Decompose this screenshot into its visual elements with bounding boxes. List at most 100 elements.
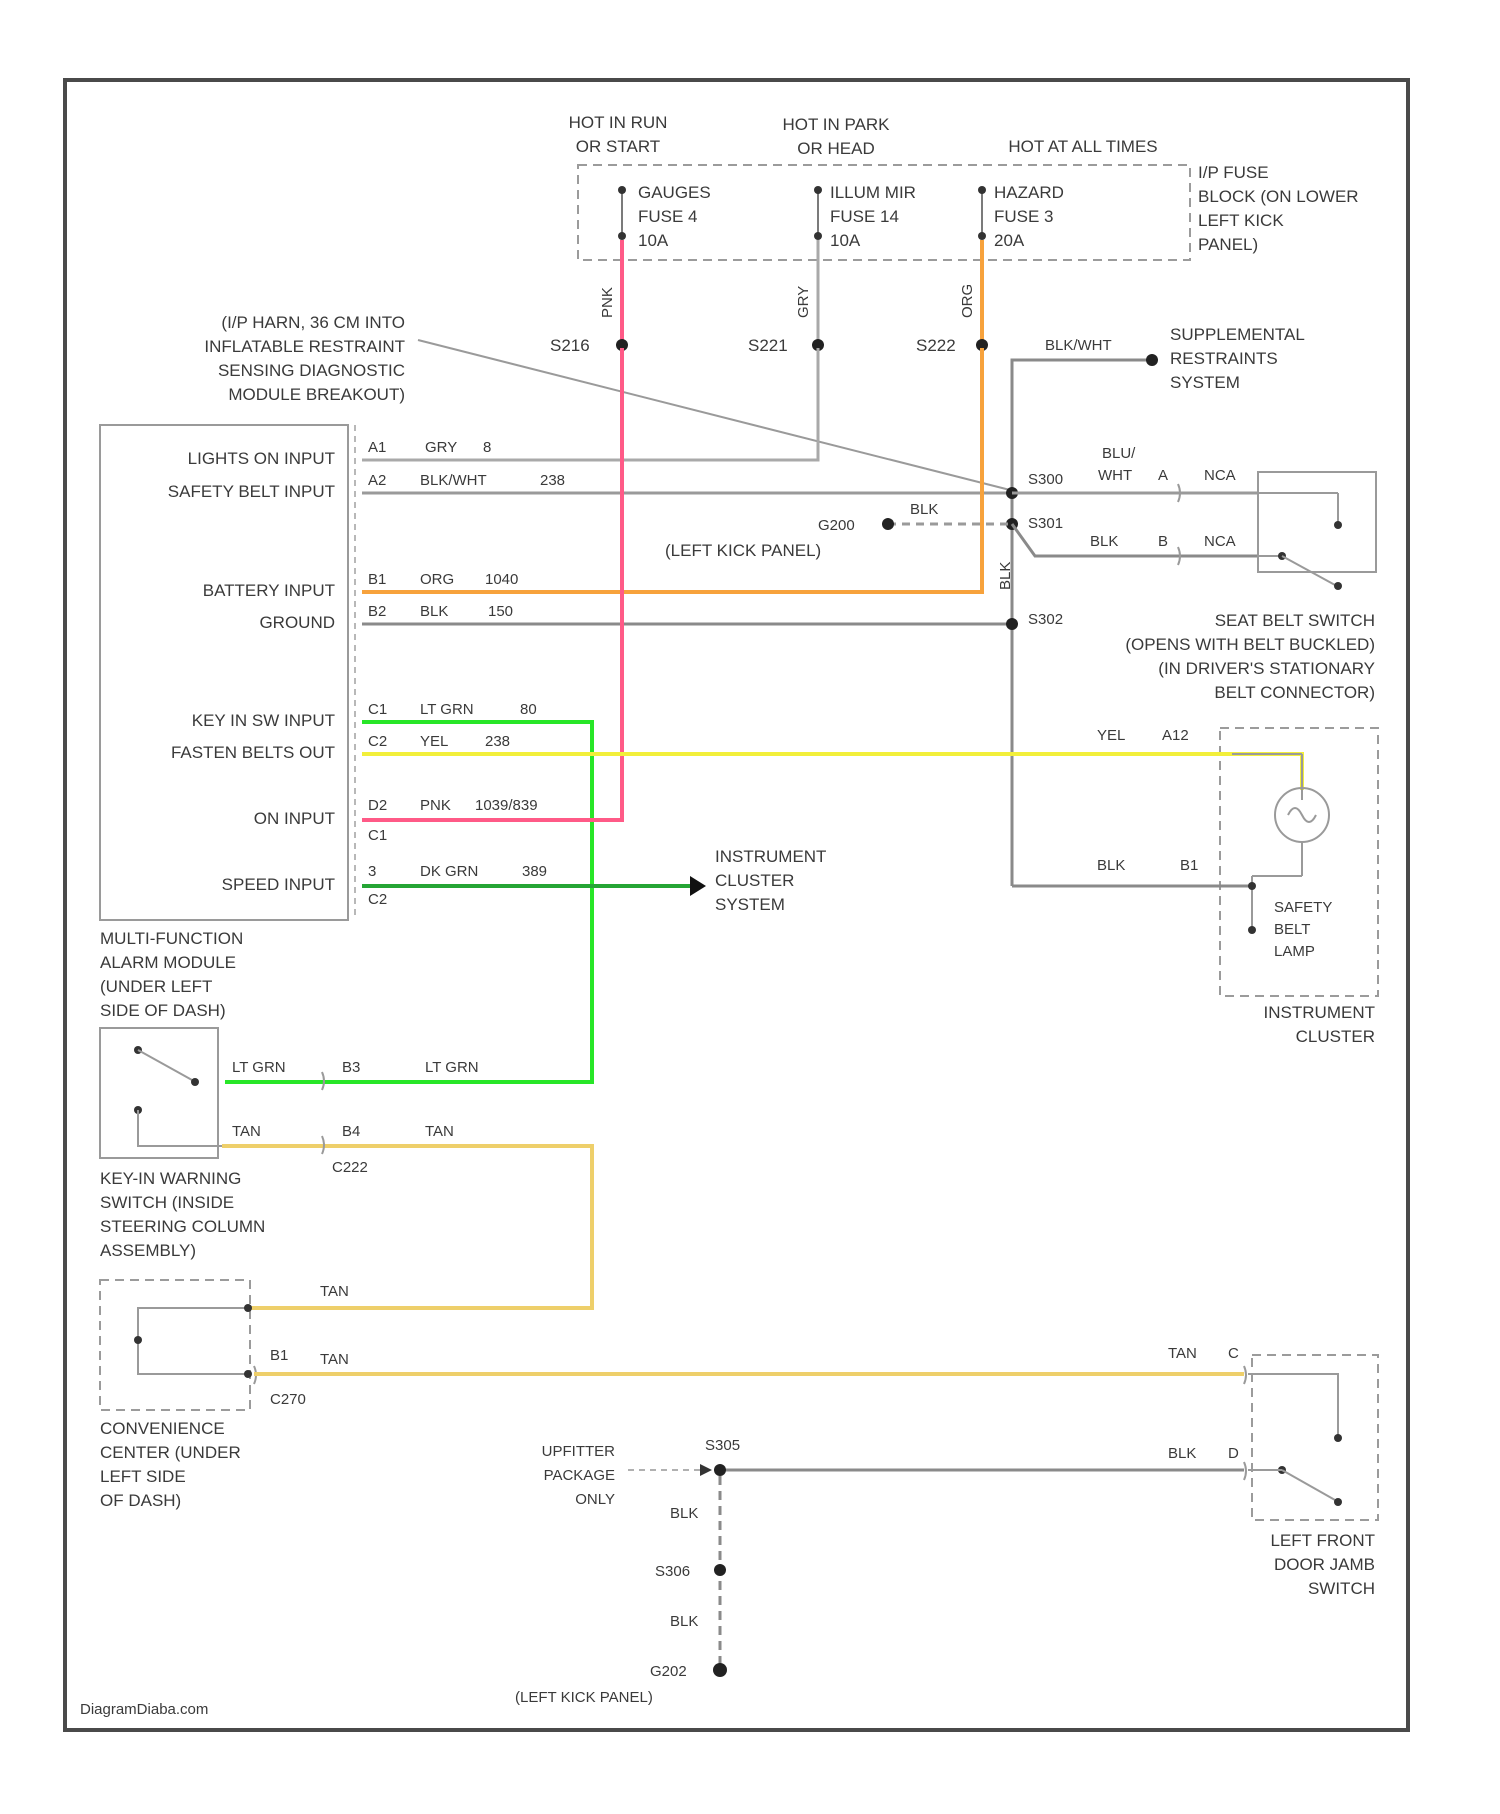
instrument-cluster-system-label: INSTRUMENT CLUSTER SYSTEM: [715, 847, 826, 914]
svg-text:B1: B1: [270, 1347, 288, 1364]
svg-text:TAN: TAN: [320, 1351, 349, 1368]
svg-text:SYSTEM: SYSTEM: [715, 895, 785, 914]
door-jamb-switch-caption: LEFT FRONT DOOR JAMB SWITCH: [1270, 1531, 1375, 1598]
svg-text:CENTER (UNDER: CENTER (UNDER: [100, 1443, 241, 1462]
svg-text:BLK/WHT: BLK/WHT: [420, 472, 487, 489]
svg-text:LEFT FRONT: LEFT FRONT: [1270, 1531, 1375, 1550]
fuse-block-label-3: LEFT KICK: [1198, 211, 1284, 230]
svg-text:YEL: YEL: [1097, 727, 1125, 744]
svg-text:FUSE 4: FUSE 4: [638, 207, 698, 226]
upfitter-label: UPFITTER PACKAGE ONLY: [542, 1443, 615, 1508]
svg-text:RESTRAINTS: RESTRAINTS: [1170, 349, 1278, 368]
splice-s306: [714, 1564, 726, 1576]
svg-text:BLK: BLK: [420, 603, 448, 620]
svg-text:D: D: [1228, 1445, 1239, 1462]
input-speed: SPEED INPUT: [222, 875, 335, 894]
svg-text:(OPENS WITH BELT BUCKLED): (OPENS WITH BELT BUCKLED): [1125, 635, 1375, 654]
convenience-center-caption: CONVENIENCE CENTER (UNDER LEFT SIDE OF D…: [100, 1419, 241, 1510]
splice-s221-label: S221: [748, 336, 788, 355]
svg-text:CLUSTER: CLUSTER: [715, 871, 794, 890]
svg-text:S305: S305: [705, 1437, 740, 1454]
svg-text:ALARM MODULE: ALARM MODULE: [100, 953, 236, 972]
svg-text:20A: 20A: [994, 231, 1025, 250]
svg-text:LEFT SIDE: LEFT SIDE: [100, 1467, 186, 1486]
svg-text:C1: C1: [368, 827, 387, 844]
svg-text:BLK/WHT: BLK/WHT: [1045, 337, 1112, 354]
svg-text:D2: D2: [368, 797, 387, 814]
splice-s222-label: S222: [916, 336, 956, 355]
svg-text:MODULE BREAKOUT): MODULE BREAKOUT): [228, 385, 405, 404]
svg-text:C2: C2: [368, 891, 387, 908]
input-on: ON INPUT: [254, 809, 335, 828]
svg-text:(I/P HARN, 36 CM INTO: (I/P HARN, 36 CM INTO: [221, 313, 405, 332]
svg-text:BLK: BLK: [1090, 533, 1118, 550]
svg-text:PNK: PNK: [420, 797, 451, 814]
svg-text:INFLATABLE RESTRAINT: INFLATABLE RESTRAINT: [204, 337, 405, 356]
arrow-to-cluster: [690, 876, 706, 896]
svg-text:INSTRUMENT: INSTRUMENT: [715, 847, 826, 866]
svg-text:STEERING COLUMN: STEERING COLUMN: [100, 1217, 265, 1236]
svg-text:INSTRUMENT: INSTRUMENT: [1264, 1003, 1375, 1022]
svg-text:GRY: GRY: [425, 439, 457, 456]
svg-text:TAN: TAN: [232, 1123, 261, 1140]
splice-s216-label: S216: [550, 336, 590, 355]
fuse-gauges: GAUGES FUSE 4 10A: [618, 183, 711, 250]
input-battery: BATTERY INPUT: [203, 581, 335, 600]
svg-text:C222: C222: [332, 1159, 368, 1176]
svg-text:CONVENIENCE: CONVENIENCE: [100, 1419, 225, 1438]
svg-text:SAFETY: SAFETY: [1274, 899, 1332, 916]
svg-text:ASSEMBLY): ASSEMBLY): [100, 1241, 196, 1260]
door-jamb-switch-box: [1252, 1355, 1378, 1520]
svg-text:UPFITTER: UPFITTER: [542, 1443, 615, 1460]
svg-text:B3: B3: [342, 1059, 360, 1076]
svg-text:BLK: BLK: [997, 562, 1014, 590]
safety-belt-lamp-label: SAFETY BELT LAMP: [1274, 899, 1332, 960]
svg-text:3: 3: [368, 863, 376, 880]
seat-belt-switch-caption: SEAT BELT SWITCH (OPENS WITH BELT BUCKLE…: [1125, 611, 1375, 702]
splice-s305: [714, 1464, 726, 1476]
wire-key-tan: [222, 1146, 592, 1308]
svg-text:DOOR JAMB: DOOR JAMB: [1274, 1555, 1375, 1574]
safety-belt-lamp-icon: [1275, 788, 1329, 842]
svg-text:KEY-IN WARNING: KEY-IN WARNING: [100, 1169, 241, 1188]
header-run-2: OR START: [576, 137, 660, 156]
svg-text:(IN DRIVER'S STATIONARY: (IN DRIVER'S STATIONARY: [1158, 659, 1375, 678]
svg-text:BELT CONNECTOR): BELT CONNECTOR): [1214, 683, 1375, 702]
svg-text:BLK: BLK: [670, 1613, 698, 1630]
wire-label-pnk: PNK: [599, 287, 616, 318]
svg-text:G200: G200: [818, 517, 855, 534]
svg-text:8: 8: [483, 439, 491, 456]
svg-text:A: A: [1158, 467, 1168, 484]
svg-text:LT GRN: LT GRN: [420, 701, 474, 718]
input-safety-belt: SAFETY BELT INPUT: [168, 482, 335, 501]
svg-text:ORG: ORG: [420, 571, 454, 588]
svg-text:B2: B2: [368, 603, 386, 620]
svg-text:TAN: TAN: [1168, 1345, 1197, 1362]
input-lights-on: LIGHTS ON INPUT: [188, 449, 335, 468]
header-all-times: HOT AT ALL TIMES: [1008, 137, 1157, 156]
header-park-2: OR HEAD: [797, 139, 874, 158]
svg-text:SIDE OF DASH): SIDE OF DASH): [100, 1001, 226, 1020]
svg-text:(UNDER LEFT: (UNDER LEFT: [100, 977, 212, 996]
alarm-module-inputs: LIGHTS ON INPUT SAFETY BELT INPUT BATTER…: [168, 449, 335, 894]
svg-text:LT GRN: LT GRN: [425, 1059, 479, 1076]
fuse-block-label-4: PANEL): [1198, 235, 1258, 254]
svg-text:BLU/: BLU/: [1102, 445, 1136, 462]
alarm-module-caption: MULTI-FUNCTION ALARM MODULE (UNDER LEFT …: [100, 929, 243, 1020]
srs-label: SUPPLEMENTAL RESTRAINTS SYSTEM: [1170, 325, 1305, 392]
svg-text:B1: B1: [1180, 857, 1198, 874]
svg-text:OF DASH): OF DASH): [100, 1491, 181, 1510]
fuse-block: HOT IN RUN OR START HOT IN PARK OR HEAD …: [569, 113, 1359, 260]
fuse-illum: ILLUM MIR FUSE 14 10A: [814, 183, 916, 250]
svg-text:B: B: [1158, 533, 1168, 550]
svg-text:10A: 10A: [830, 231, 861, 250]
svg-text:SENSING DIAGNOSTIC: SENSING DIAGNOSTIC: [218, 361, 405, 380]
wire-label-gry: GRY: [795, 286, 812, 318]
key-in-warning-caption: KEY-IN WARNING SWITCH (INSIDE STEERING C…: [100, 1169, 265, 1260]
svg-text:FUSE 3: FUSE 3: [994, 207, 1054, 226]
svg-text:238: 238: [485, 733, 510, 750]
svg-text:A2: A2: [368, 472, 386, 489]
ground-g202: [713, 1663, 727, 1677]
svg-text:B1: B1: [368, 571, 386, 588]
